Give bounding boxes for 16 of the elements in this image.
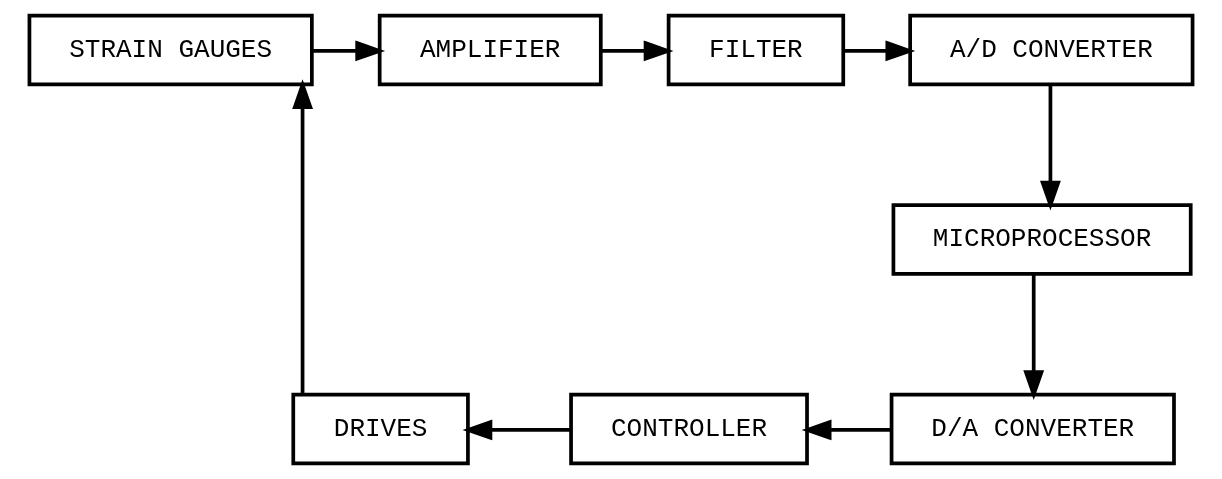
arrow <box>312 40 386 62</box>
arrow <box>843 40 916 62</box>
arrow <box>462 419 571 441</box>
node-box: MICROPROCESSOR <box>891 203 1193 276</box>
arrow <box>801 419 892 441</box>
arrow <box>601 40 674 62</box>
node-box: A/D CONVERTER <box>908 13 1195 87</box>
arrow <box>1040 84 1061 211</box>
arrow <box>1023 274 1045 401</box>
node-box: FILTER <box>666 13 846 87</box>
node-box: STRAIN GAUGES <box>27 13 314 87</box>
node-box: CONTROLLER <box>569 392 809 466</box>
node-box: DRIVES <box>291 392 470 466</box>
arrow <box>292 79 313 395</box>
node-box: AMPLIFIER <box>377 13 603 87</box>
node-box: D/A CONVERTER <box>889 392 1176 466</box>
